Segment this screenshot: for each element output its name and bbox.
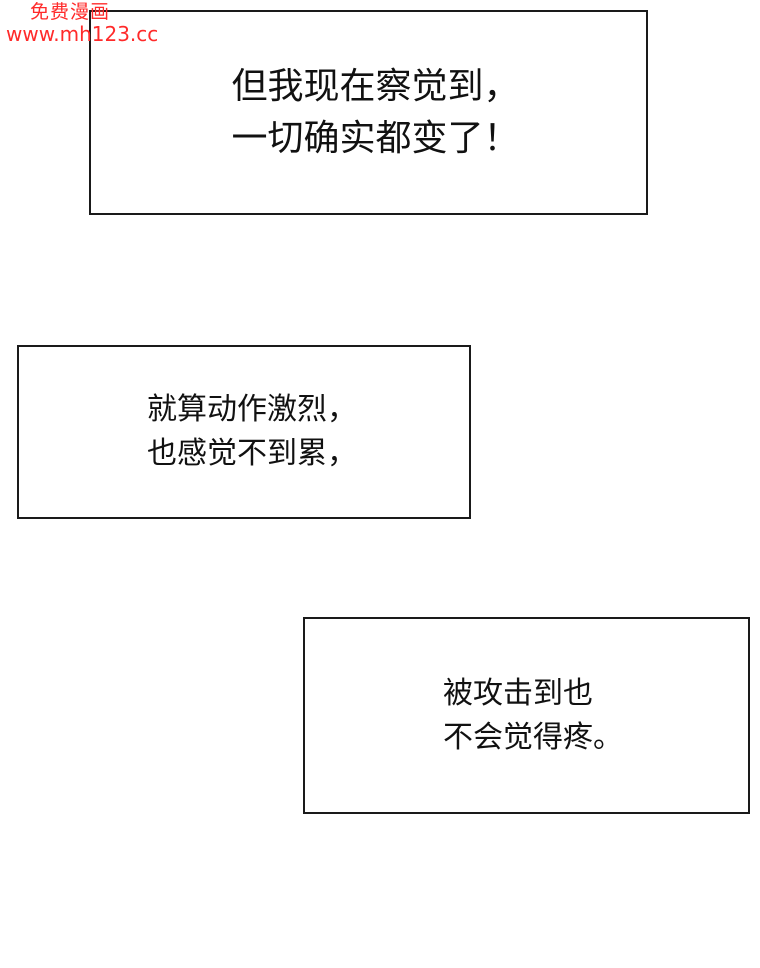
caption-line: 但我现在察觉到， [231, 65, 520, 107]
caption-text-1: 但我现在察觉到， 一切确实都变了！ [217, 61, 519, 165]
caption-line: 被攻击到也 [443, 675, 593, 711]
watermark-title: 免费漫画 [30, 1, 111, 23]
site-watermark: 免费漫画 www.mh123.cc [6, 2, 158, 45]
caption-line: 一切确实都变了！ [231, 117, 520, 159]
caption-box-1: 但我现在察觉到， 一切确实都变了！ [89, 10, 648, 215]
watermark-url: www.mh123.cc [6, 21, 159, 46]
caption-line: 也感觉不到累， [147, 436, 357, 471]
caption-box-3: 被攻击到也 不会觉得疼。 [303, 617, 750, 814]
caption-line: 不会觉得疼。 [443, 719, 623, 755]
caption-line: 就算动作激烈， [147, 392, 357, 427]
caption-box-2: 就算动作激烈， 也感觉不到累， [17, 345, 471, 519]
